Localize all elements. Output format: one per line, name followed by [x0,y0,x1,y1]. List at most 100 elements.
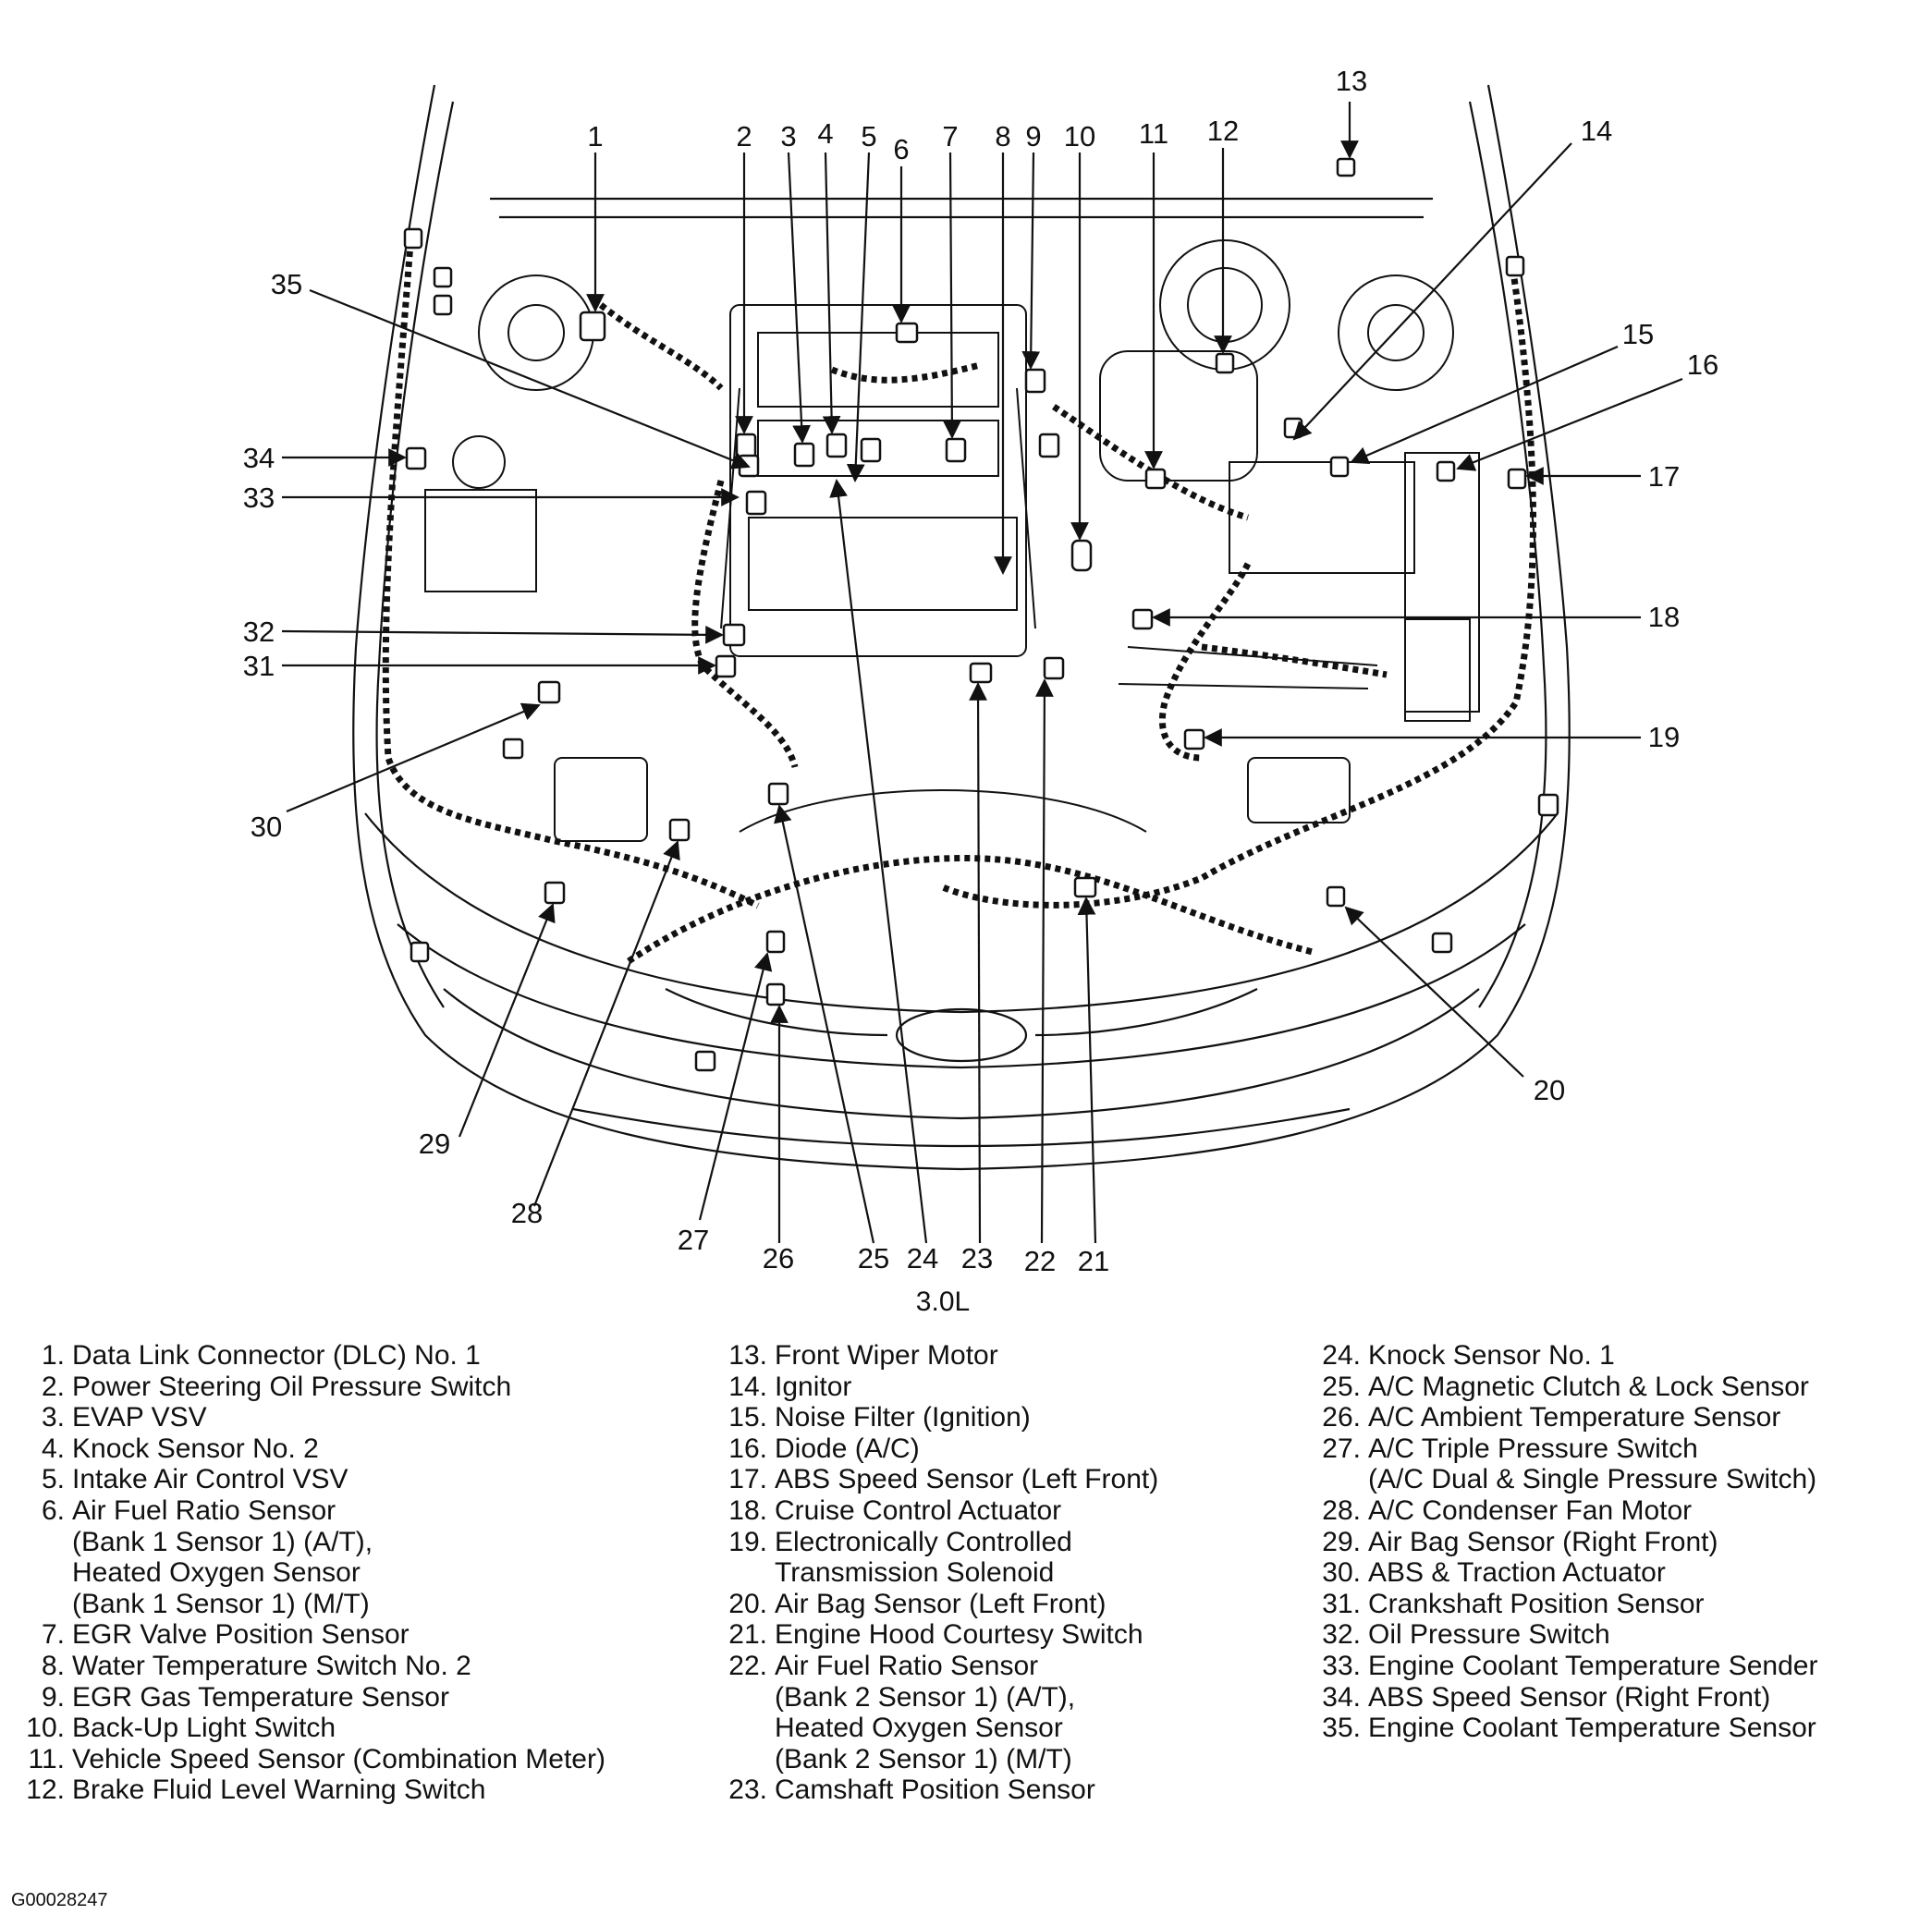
legend-item-label: Knock Sensor No. 2 [72,1433,319,1464]
callout-28: 28 [511,1197,543,1229]
legend-item-number: 15. [728,1402,767,1433]
callout-23: 23 [961,1242,993,1275]
callout-3: 3 [780,120,796,152]
legend-item: 12.Brake Fluid Level Warning Switch [9,1775,605,1806]
legend-item-label: Noise Filter (Ignition) [775,1402,1031,1433]
legend-item-continuation: Heated Oxygen Sensor [775,1713,1063,1744]
legend-item: 18.Cruise Control Actuator [712,1495,1158,1527]
legend-item-label: Air Bag Sensor (Left Front) [775,1588,1107,1619]
legend-item-label: Air Fuel Ratio Sensor [775,1650,1039,1681]
legend-item: 1.Data Link Connector (DLC) No. 1 [9,1340,605,1372]
legend-item: 31.Crankshaft Position Sensor [1305,1589,1817,1620]
callout-17: 17 [1648,460,1680,493]
legend-item-label: ABS Speed Sensor (Right Front) [1368,1681,1771,1713]
legend-item: 26.A/C Ambient Temperature Sensor [1305,1402,1817,1433]
callout-33: 33 [243,482,275,514]
legend-item-number: 17. [728,1464,767,1495]
legend-item: 6.Air Fuel Ratio Sensor [9,1495,605,1527]
legend-item-number: 21. [728,1619,767,1651]
legend-item-continuation: (Bank 2 Sensor 1) (A/T), [775,1681,1076,1713]
callout-27: 27 [678,1224,709,1256]
legend-item-label: Camshaft Position Sensor [775,1775,1095,1806]
callout-13: 13 [1336,65,1367,97]
legend-item: 3.EVAP VSV [9,1402,605,1433]
legend-item: 30.ABS & Traction Actuator [1305,1557,1817,1589]
legend-item: 8.Water Temperature Switch No. 2 [9,1651,605,1682]
legend-item-number: 11. [28,1743,65,1775]
callout-16: 16 [1687,348,1718,381]
legend-item-continuation: Transmission Solenoid [775,1557,1055,1589]
legend-item: 2.Power Steering Oil Pressure Switch [9,1372,605,1403]
legend-item-label: Engine Coolant Temperature Sensor [1368,1713,1816,1744]
callout-22: 22 [1024,1245,1056,1277]
legend-item: 7.EGR Valve Position Sensor [9,1619,605,1651]
legend-item-number: 19. [728,1526,767,1557]
callout-labels: 1 2 3 4 5 6 7 8 9 10 11 12 13 14 15 16 1… [243,65,1718,1277]
callout-35: 35 [271,268,302,300]
legend-item-number: 24. [1322,1340,1361,1371]
legend-item: 13.Front Wiper Motor [712,1340,1158,1372]
callout-8: 8 [995,120,1010,152]
legend-item: 22. Air Fuel Ratio Sensor [712,1651,1158,1682]
legend-item-label: A/C Triple Pressure Switch [1368,1433,1698,1464]
legend-item-label: Engine Hood Courtesy Switch [775,1619,1143,1651]
legend-item-number: 35. [1322,1713,1361,1744]
legend-item-label: Cruise Control Actuator [775,1494,1062,1526]
wiring-harness [382,230,1537,964]
legend-item-number: 22. [728,1650,767,1681]
leader-lines [281,102,1683,1244]
legend-item-continuation: (Bank 2 Sensor 1) (M/T) [775,1743,1072,1775]
legend-item: 20.Air Bag Sensor (Left Front) [712,1589,1158,1620]
legend-item-label: EVAP VSV [72,1402,207,1433]
callout-15: 15 [1622,318,1654,350]
legend-item-label: Brake Fluid Level Warning Switch [72,1775,486,1806]
legend-item-number: 32. [1322,1619,1361,1651]
legend-item-number: 33. [1322,1650,1361,1681]
callout-1: 1 [587,120,603,152]
callout-2: 2 [736,120,752,152]
legend-item-continuation: Heated Oxygen Sensor [72,1557,361,1589]
legend-item-label: Power Steering Oil Pressure Switch [72,1371,512,1402]
legend-item-number: 12. [26,1775,65,1806]
callout-21: 21 [1078,1245,1109,1277]
legend-item-label: Knock Sensor No. 1 [1368,1340,1615,1371]
legend-item-number: 2. [41,1371,65,1402]
legend-item-number: 25. [1322,1371,1361,1402]
legend-item-number: 14. [728,1371,767,1402]
legend-item-number: 6. [41,1494,65,1526]
legend-item-label: Data Link Connector (DLC) No. 1 [72,1340,481,1371]
legend-item-label: EGR Gas Temperature Sensor [72,1681,449,1713]
legend-item-label: Air Bag Sensor (Right Front) [1368,1526,1718,1557]
legend-item-continuation: (Bank 1 Sensor 1) (M/T) [72,1588,370,1619]
callout-4: 4 [817,117,833,150]
engine-caption: 3.0L [915,1287,971,1317]
legend-item-label: Water Temperature Switch No. 2 [72,1650,471,1681]
legend-item-label: Diode (A/C) [775,1433,920,1464]
callout-19: 19 [1648,721,1680,753]
callout-34: 34 [243,442,275,474]
legend-item: 19.Electronically Controlled [712,1527,1158,1558]
legend-item: 14. Ignitor [712,1372,1158,1403]
legend-item-number: 26. [1322,1402,1361,1433]
legend-item-label: A/C Condenser Fan Motor [1368,1494,1693,1526]
legend-item-continuation: (Bank 1 Sensor 1) (A/T), [72,1526,373,1557]
legend-item-label: Ignitor [775,1371,852,1402]
callout-18: 18 [1648,601,1680,633]
legend-item: 34.ABS Speed Sensor (Right Front) [1305,1682,1817,1714]
legend-item-number: 1. [41,1340,65,1371]
legend-item-label: Vehicle Speed Sensor (Combination Meter) [72,1743,605,1775]
legend-item-label: Back-Up Light Switch [72,1713,336,1744]
legend-item-label: A/C Ambient Temperature Sensor [1368,1402,1781,1433]
callout-29: 29 [419,1128,450,1160]
legend-item-label: Oil Pressure Switch [1368,1619,1610,1651]
legend-item-number: 31. [1322,1588,1361,1619]
callout-25: 25 [858,1242,889,1275]
legend-item-number: 3. [41,1402,65,1433]
callout-20: 20 [1534,1074,1565,1106]
callout-5: 5 [861,120,876,152]
legend-item-label: Engine Coolant Temperature Sender [1368,1650,1818,1681]
legend-item: 29.Air Bag Sensor (Right Front) [1305,1527,1817,1558]
legend-item: 35.Engine Coolant Temperature Sensor [1305,1713,1817,1744]
